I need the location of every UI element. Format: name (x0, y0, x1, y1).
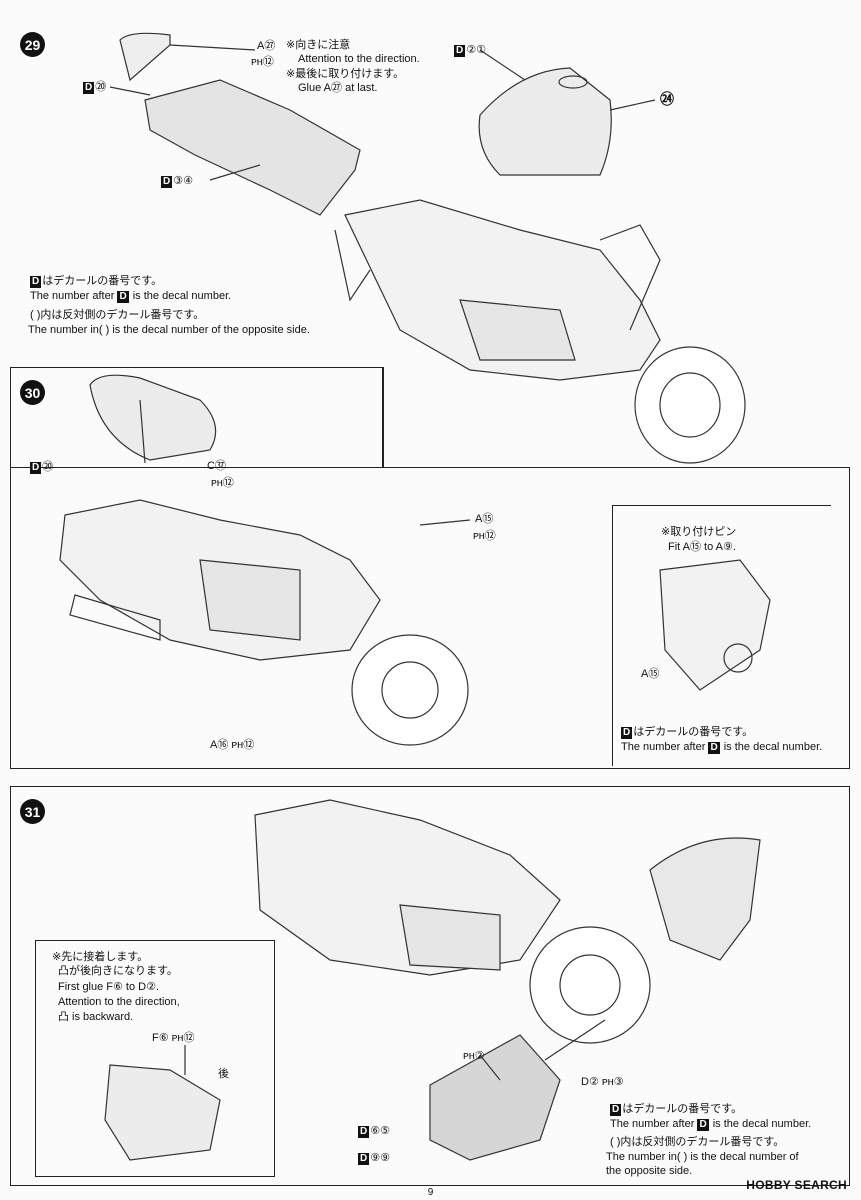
step30-panel-body (10, 467, 850, 769)
step29-decal-note-en: The number after D is the decal number. (30, 290, 232, 303)
step30-panel-divider (382, 367, 383, 467)
decal-mark-icon: D (358, 1153, 370, 1165)
step30-inset-illustration (659, 559, 771, 691)
decal-mark-icon: D (621, 727, 633, 739)
step30-panel-top (10, 367, 384, 468)
step31-inset-line1: ※先に接着します。 (52, 951, 149, 963)
step31-inset-line2: 凸が後向きになります。 (58, 965, 178, 977)
step31-inset-part-illustration (104, 1064, 221, 1161)
step31-opposite-note-en2: the opposite side. (606, 1165, 693, 1177)
step29-tank-illustration (478, 67, 612, 176)
decal-mark-icon: D (708, 742, 720, 754)
step31-decal-note-en: The number after D is the decal number. (610, 1118, 812, 1131)
step30-inset-note-jp: ※取り付けピン (661, 526, 737, 538)
step29-label-a27: A㉗ (257, 40, 276, 52)
decal-mark-icon: D (30, 276, 42, 288)
step30-decal-note-en: The number after D is the decal number. (621, 741, 823, 754)
step31-opposite-note-en1: The number in( ) is the decal number of (606, 1151, 799, 1163)
decal-mark-icon: D (30, 462, 42, 474)
decal-mark-icon: D (161, 176, 173, 188)
step31-inset-line4: Attention to the direction, (58, 996, 180, 1008)
step30-number: 30 (20, 380, 45, 405)
decal-mark-icon: D (358, 1126, 370, 1138)
step31-label-ph2: ᴘʜ② (463, 1050, 485, 1062)
step30-label-ph12b: ᴘʜ⑫ (473, 530, 496, 542)
step30-inset-note-en: Fit A⑮ to A⑨. (668, 541, 736, 553)
step31-motorcycle-illustration (254, 799, 651, 1044)
step29-label-24: ㉔ (660, 91, 674, 107)
step29-motorcycle-illustration (334, 199, 746, 464)
decal-mark-icon: D (454, 45, 466, 57)
step29-opposite-note-jp: ( )内は反対側のデカール番号です。 (30, 309, 205, 321)
step31-inset-line3: First glue F⑥ to D②. (58, 981, 160, 993)
step30-inset-panel (612, 505, 831, 766)
step29-label-ph12: ᴘʜ⑫ (251, 56, 274, 68)
decal-mark-icon: D (117, 291, 129, 303)
decal-mark-icon: D (610, 1104, 622, 1116)
step29-note-en1: Attention to the direction. (298, 53, 420, 65)
step30-label-a15: A⑮ (475, 513, 494, 525)
decal-mark-icon: D (697, 1119, 709, 1131)
step31-fairing-illustration (649, 837, 761, 961)
step29-seat-cowl-illustration (119, 32, 361, 216)
hobby-search-logo: HOBBY SEARCH (746, 1178, 847, 1192)
step31-inset-line5: 凸 is backward. (58, 1011, 134, 1023)
step30-seat-illustration (89, 374, 217, 461)
step30-motorcycle-illustration (59, 499, 469, 746)
step31-opposite-note-jp: ( )内は反対側のデカール番号です。 (610, 1136, 785, 1148)
page-number: 9 (427, 1187, 434, 1198)
step31-label-f6: F⑥ ᴘʜ⑫ (152, 1032, 195, 1044)
step31-label-back: 後 (218, 1068, 229, 1080)
step29-number: 29 (20, 32, 45, 57)
step31-panel (10, 786, 850, 1186)
step29-note-en2: Glue A㉗ at last. (298, 82, 378, 94)
step30-label-c37: C㊲ (207, 460, 226, 472)
step31-undercowl-illustration (429, 1034, 561, 1161)
step30-inset-label-a15: A⑮ (641, 668, 660, 680)
step31-inset-panel (35, 940, 275, 1177)
step29-note-jp1: ※向きに注意 (286, 39, 351, 51)
step30-label-ph12a: ᴘʜ⑫ (211, 477, 234, 489)
step30-label-a16: A⑯ ᴘʜ⑫ (210, 739, 255, 751)
decal-mark-icon: D (83, 82, 95, 94)
step31-number: 31 (20, 799, 45, 824)
step31-label-d2: D② ᴘʜ③ (581, 1076, 624, 1088)
step29-note-jp2: ※最後に取り付けます。 (286, 68, 405, 80)
step29-opposite-note-en: The number in( ) is the decal number of … (28, 324, 310, 336)
